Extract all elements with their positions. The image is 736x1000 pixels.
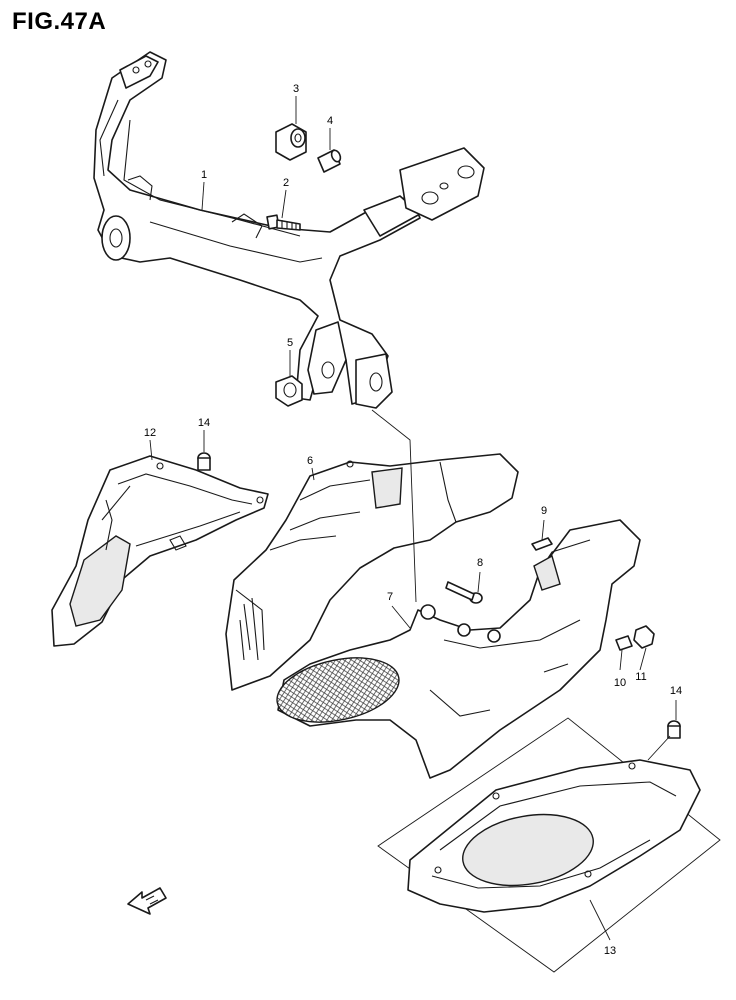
part-4-spacer[interactable]	[317, 149, 342, 173]
part-9-clip[interactable]	[531, 537, 553, 551]
callout-1: 1	[201, 169, 207, 181]
callout-labels: 1 2 3 4 5 6 7 8 9 10 11 12 13 14 14	[144, 83, 682, 957]
callout-2: 2	[283, 177, 289, 189]
callout-8: 8	[477, 557, 483, 569]
callout-6: 6	[307, 455, 313, 467]
part-5-cushion[interactable]	[275, 375, 303, 407]
part-1-bracket[interactable]	[93, 51, 485, 409]
part-8-screw[interactable]	[445, 581, 483, 604]
figure-title: FIG.47A	[12, 8, 107, 35]
callout-12: 12	[144, 427, 156, 439]
callout-7: 7	[387, 591, 393, 603]
callout-13: 13	[604, 945, 616, 957]
part-3-cushion[interactable]	[275, 123, 307, 161]
forward-arrow-icon	[127, 887, 167, 915]
part-13-outer-cover[interactable]	[377, 717, 721, 973]
part-12-inner-cover-left[interactable]	[51, 455, 269, 647]
callout-3: 3	[293, 83, 299, 95]
callout-10: 10	[614, 677, 626, 689]
part-11-nut[interactable]	[633, 625, 655, 649]
callout-9: 9	[541, 505, 547, 517]
part-6-duct[interactable]	[225, 453, 519, 691]
part-7-inner-cover[interactable]	[271, 519, 641, 779]
part-10-cushion[interactable]	[615, 635, 633, 651]
part-2-bolt[interactable]	[266, 214, 301, 231]
callout-14-lower: 14	[670, 685, 682, 697]
callout-11: 11	[635, 671, 646, 683]
callout-14-upper: 14	[198, 417, 210, 429]
part-14-screw-upper[interactable]	[197, 452, 211, 471]
callout-4: 4	[327, 115, 333, 127]
part-14-screw-lower[interactable]	[667, 720, 681, 739]
leader-lines	[149, 96, 677, 941]
callout-5: 5	[287, 337, 293, 349]
